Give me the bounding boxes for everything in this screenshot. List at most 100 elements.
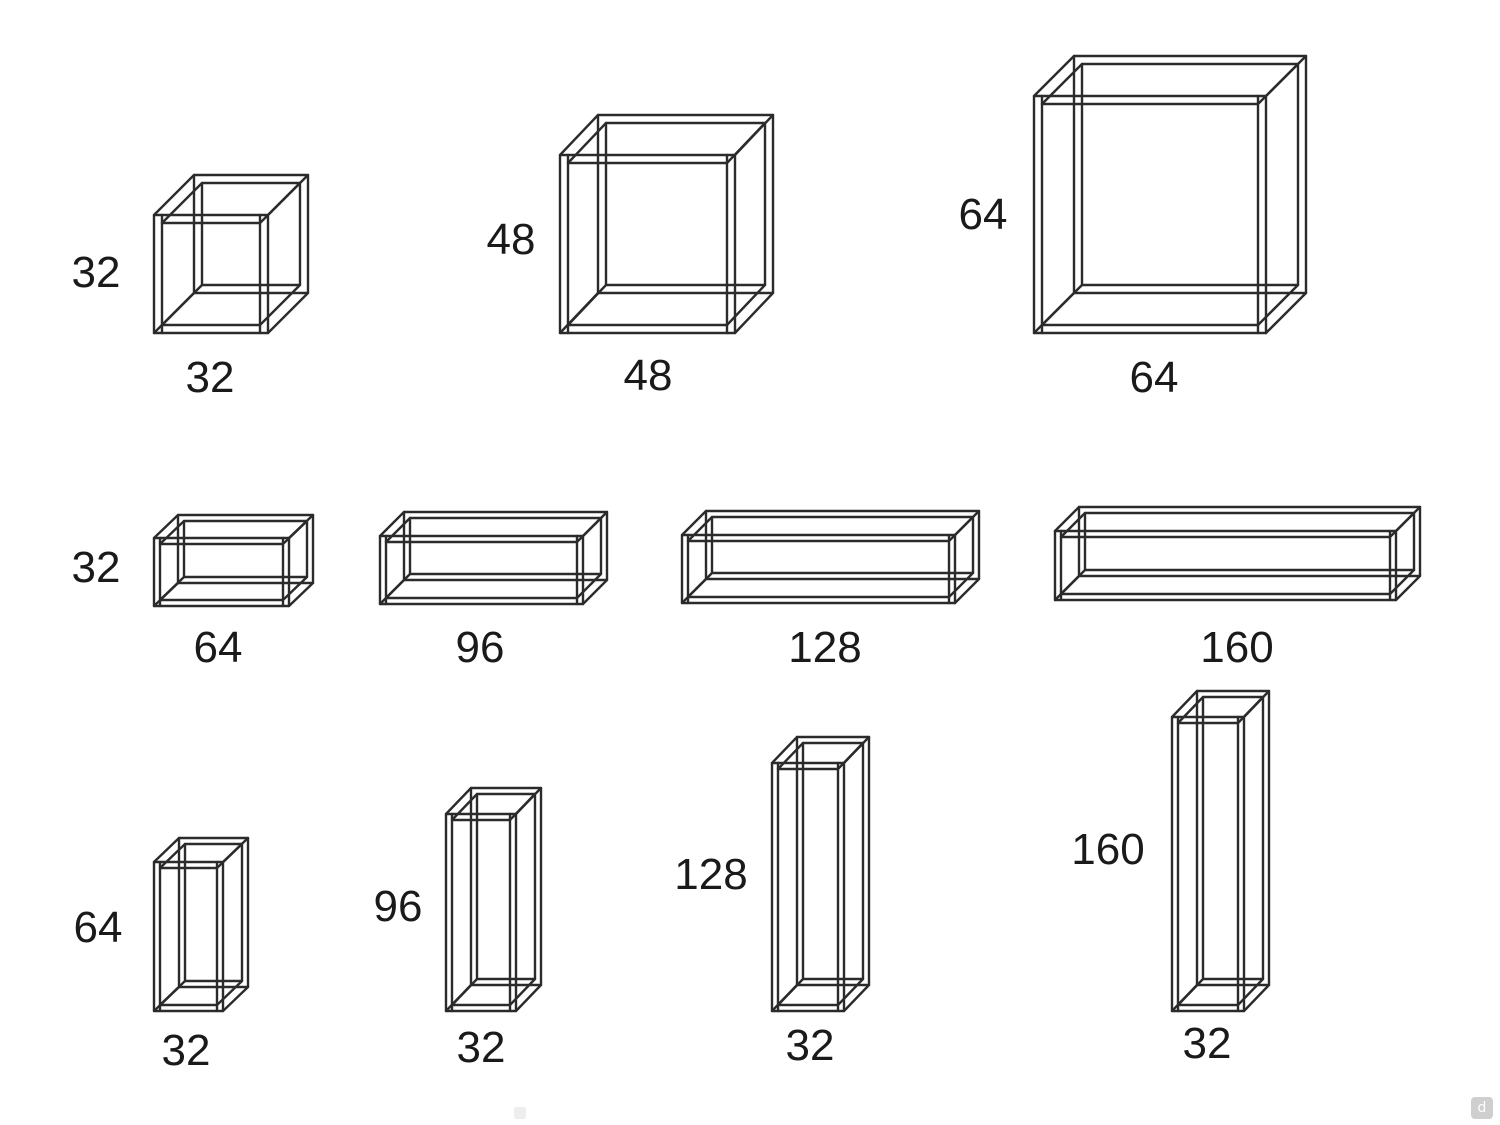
bench-128-width-label: 128 (788, 623, 861, 672)
tower-128-rail-0-a (770, 735, 799, 765)
bench-64-back-outer (176, 513, 315, 585)
cube-48-rail-3-b (566, 283, 608, 327)
tower-96-back-inner (475, 792, 537, 981)
tower-128-rail-3-b (776, 977, 805, 1007)
bench-128-front-outer (680, 533, 957, 605)
tower-64-rail-2-b (215, 979, 244, 1007)
bench-128-back-outer (704, 509, 981, 581)
tower-160-front-inner (1176, 721, 1240, 1007)
tower-128-frame (770, 735, 871, 1013)
labels-layer: 32 32 48 48 64 64 32 64 96 128 160 64 32… (72, 190, 1274, 1075)
bench-96-rail-2-b (575, 572, 603, 600)
tower-96-rail-2-b (508, 977, 537, 1007)
cube-32-width-label: 32 (186, 353, 235, 402)
bench-96-back-inner (408, 516, 603, 576)
cube-32-rail-0-a (152, 173, 196, 217)
cube-64-rail-1-b (1256, 62, 1300, 106)
bench-160-width-label: 160 (1200, 623, 1273, 672)
tower-128-front-outer (770, 761, 846, 1013)
tower-96-height-label: 96 (374, 882, 423, 931)
bench-128-frame (680, 509, 981, 605)
cube-64-width-label: 64 (1130, 353, 1179, 402)
tower-128-rail-2-a (842, 983, 871, 1013)
cube-48-rail-2-a (733, 291, 775, 335)
tower-64-height-label: 64 (74, 903, 123, 952)
bench-64-rail-1-b (281, 519, 309, 546)
bench-64-height-label: 32 (72, 543, 121, 592)
bench-128-rail-0-a (680, 509, 708, 537)
tower-96-rail-0-a (444, 786, 473, 816)
tower-128-rail-1-b (836, 741, 865, 771)
tower-96-back-outer (469, 786, 543, 987)
cube-32-rail-2-a (266, 291, 310, 335)
cube-64-frame (1032, 54, 1308, 335)
bench-96-frame (378, 510, 609, 606)
bench-128-rail-1-b (947, 515, 975, 543)
tower-160-height-label: 160 (1071, 825, 1144, 874)
tower-64-front-inner (158, 866, 219, 1007)
tower-128-rail-0-b (776, 741, 805, 771)
bench-128-back-inner (710, 515, 975, 575)
tower-64-rail-0-a (152, 836, 181, 864)
bench-64-width-label: 64 (194, 623, 243, 672)
tower-96-rail-1-b (508, 792, 537, 822)
tower-160-rail-2-b (1236, 977, 1265, 1007)
bench-96-front-inner (384, 540, 579, 600)
cube-64-height-label: 64 (959, 190, 1008, 239)
cube-64-front-outer (1032, 94, 1268, 335)
cube-48-rail-0-b (566, 121, 608, 165)
bench-160-back-outer (1077, 505, 1422, 578)
tower-64-width-label: 32 (162, 1026, 211, 1075)
bench-96-rail-0-a (378, 510, 406, 538)
tower-96-rail-0-b (450, 792, 479, 822)
tower-64-back-outer (177, 836, 250, 989)
bench-96-rail-3-b (384, 572, 412, 600)
cube-48-frame (558, 113, 775, 335)
tower-128-rail-2-b (836, 977, 865, 1007)
bench-160-rail-2-a (1394, 574, 1422, 602)
bench-96-width-label: 96 (456, 623, 505, 672)
bench-96-rail-2-a (581, 578, 609, 606)
bench-64-rail-2-b (281, 575, 309, 602)
bench-160-rail-2-b (1388, 568, 1416, 596)
tower-160-rail-0-a (1170, 689, 1199, 719)
cube-48-front-outer (558, 153, 737, 335)
cube-64-rail-2-b (1256, 283, 1300, 327)
bench-160-rail-0-b (1059, 511, 1087, 539)
tower-96-rail-2-a (514, 983, 543, 1013)
tower-128-back-outer (795, 735, 871, 987)
cube-48-rail-0-a (558, 113, 600, 157)
page-marker (514, 1107, 526, 1119)
bench-160-rail-3-b (1059, 568, 1087, 596)
tower-160-back-inner (1201, 695, 1265, 981)
tower-64-frame (152, 836, 250, 1013)
cube-32-rail-2-b (258, 283, 302, 327)
tower-160-rail-1-b (1236, 695, 1265, 725)
cube-32-height-label: 32 (72, 248, 121, 297)
tower-160-front-outer (1170, 715, 1246, 1013)
cube-64-rail-3-b (1040, 283, 1084, 327)
cube-48-width-label: 48 (624, 351, 673, 400)
cube-64-rail-2-a (1264, 291, 1308, 335)
bench-64-front-outer (152, 536, 291, 608)
tower-160-width-label: 32 (1183, 1019, 1232, 1068)
tower-96-rail-3-b (450, 977, 479, 1007)
cube-32-front-outer (152, 213, 270, 335)
tower-160-rail-0-b (1176, 695, 1205, 725)
frames-layer (152, 54, 1422, 1013)
tower-64-front-outer (152, 860, 225, 1013)
tower-64-back-inner (183, 842, 244, 983)
bench-128-rail-2-b (947, 571, 975, 599)
tower-96-width-label: 32 (457, 1023, 506, 1072)
bench-64-rail-2-a (287, 581, 315, 608)
cube-48-height-label: 48 (487, 215, 536, 264)
cube-32-rail-3-b (160, 283, 204, 327)
bench-128-front-inner (686, 539, 951, 599)
bench-128-rail-0-b (686, 515, 714, 543)
bench-96-rail-0-b (384, 516, 412, 544)
bench-160-frame (1053, 505, 1422, 602)
tower-64-rail-1-b (215, 842, 244, 870)
tower-128-front-inner (776, 767, 840, 1007)
bench-128-rail-2-a (953, 577, 981, 605)
